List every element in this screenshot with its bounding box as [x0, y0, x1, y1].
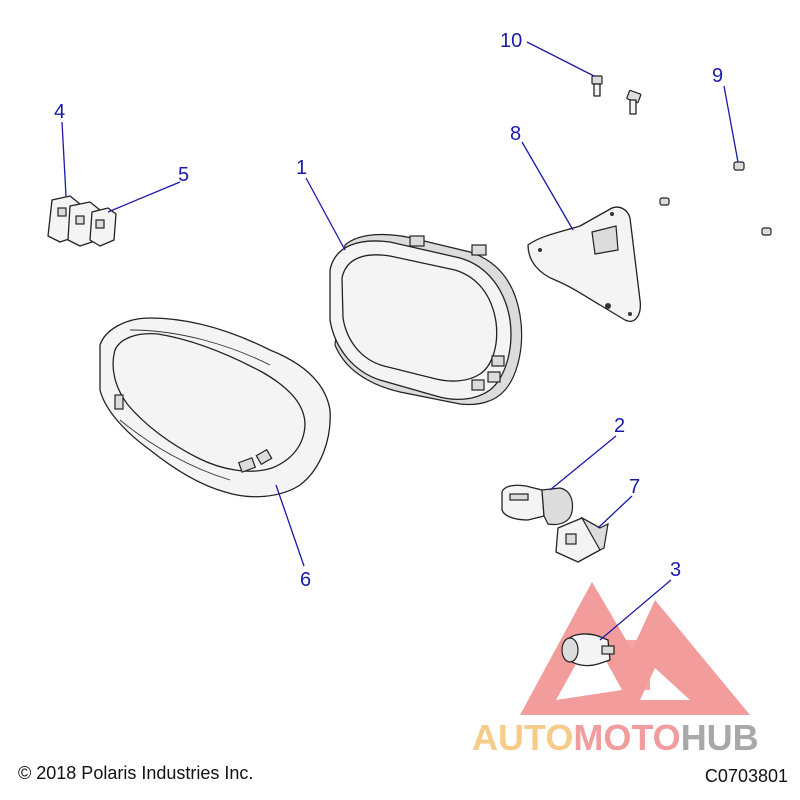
watermark-logo: [520, 582, 750, 715]
watermark-word-auto: AUTO: [472, 717, 573, 758]
callout-labels: 1 2 3 4 5 6 7 8 9 10: [54, 30, 723, 591]
copyright-notice: © 2018 Polaris Industries Inc.: [18, 763, 254, 783]
leader-lines: [61, 41, 739, 641]
part-8-mounting-bracket: [527, 206, 641, 322]
part-7-rocker-switch: [555, 516, 609, 563]
callout-5: 5: [178, 164, 189, 186]
part-10-screw: [591, 75, 642, 115]
callout-7: 7: [629, 476, 640, 498]
callout-3: 3: [670, 559, 681, 581]
callout-9: 9: [712, 65, 723, 87]
watermark-word-moto: MOTO: [573, 717, 680, 758]
callout-1: 1: [296, 157, 307, 179]
callout-6: 6: [300, 569, 311, 591]
callout-10: 10: [500, 30, 522, 52]
part-1-instrument-cluster: [329, 233, 523, 406]
part-9-screw: [659, 161, 772, 236]
part-2-ignition-switch: [501, 484, 574, 526]
callout-8: 8: [510, 123, 521, 145]
callout-2: 2: [614, 415, 625, 437]
callout-4: 4: [54, 101, 65, 123]
part-4-5-switch-assembly: [47, 195, 117, 247]
watermark-wordmark: AUTOMOTOHUB: [472, 717, 759, 758]
diagram-part-code: C0703801: [704, 766, 788, 786]
part-6-instrument-bezel: [99, 317, 331, 498]
part-3-power-outlet: [561, 633, 615, 667]
svg-text:AUTOMOTOHUB: AUTOMOTOHUB: [472, 717, 759, 758]
watermark-word-hub: HUB: [681, 717, 759, 758]
